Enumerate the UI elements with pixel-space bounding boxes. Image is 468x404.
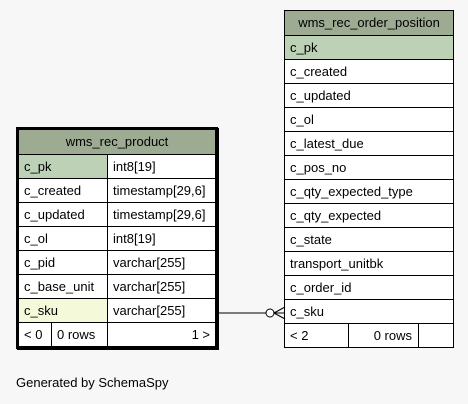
table-title: wms_rec_product: [65, 134, 169, 149]
table-wms-rec-product[interactable]: wms_rec_product c_pk int8[19] c_created …: [16, 127, 218, 349]
column-type: timestamp[29,6]: [113, 183, 206, 198]
parent-count-link[interactable]: < 0: [19, 323, 52, 346]
column-name: c_order_id: [290, 280, 352, 295]
table-footer: < 0 0 rows 1 >: [19, 322, 215, 346]
column-name: c_sku: [19, 299, 108, 322]
column-row-c-order-id[interactable]: c_order_id: [285, 275, 453, 299]
column-name: c_qty_expected_type: [290, 184, 413, 199]
column-name: c_base_unit: [19, 275, 108, 298]
column-row-c-ol[interactable]: c_ol int8[19]: [19, 226, 215, 250]
column-row-c-updated[interactable]: c_updated timestamp[29,6]: [19, 202, 215, 226]
generated-by-credit: Generated by SchemaSpy: [16, 375, 169, 390]
column-row-transport-unitbk[interactable]: transport_unitbk: [285, 251, 453, 275]
column-row-c-base-unit[interactable]: c_base_unit varchar[255]: [19, 274, 215, 298]
column-row-c-pk[interactable]: c_pk int8[19]: [19, 154, 215, 178]
table-header: wms_rec_product: [19, 130, 215, 154]
child-count-empty: [419, 324, 453, 347]
column-type: int8[19]: [113, 231, 156, 246]
column-row-c-updated[interactable]: c_updated: [285, 83, 453, 107]
column-name: c_state: [290, 232, 332, 247]
column-name: c_ol: [19, 227, 108, 250]
column-row-c-pos-no[interactable]: c_pos_no: [285, 155, 453, 179]
column-name: c_qty_expected: [290, 208, 382, 223]
column-name: c_pk: [285, 36, 453, 59]
column-row-c-latest-due[interactable]: c_latest_due: [285, 131, 453, 155]
zero-optional-marker: [265, 308, 275, 318]
column-row-c-qty-expected[interactable]: c_qty_expected: [285, 203, 453, 227]
column-name: c_pk: [19, 155, 108, 178]
column-name: c_pid: [19, 251, 108, 274]
column-type: varchar[255]: [113, 279, 186, 294]
column-name: c_updated: [290, 88, 351, 103]
row-count: 0 rows: [349, 324, 419, 347]
column-name: c_ol: [290, 112, 314, 127]
table-footer: < 2 0 rows: [285, 323, 453, 347]
column-type: varchar[255]: [113, 255, 186, 270]
table-wms-rec-order-position[interactable]: wms_rec_order_position c_pk c_created c_…: [284, 10, 454, 348]
column-name: c_created: [19, 179, 108, 202]
column-row-c-qty-expected-type[interactable]: c_qty_expected_type: [285, 179, 453, 203]
column-row-c-created[interactable]: c_created: [285, 59, 453, 83]
column-type: int8[19]: [113, 159, 156, 174]
column-type: timestamp[29,6]: [113, 207, 206, 222]
column-row-c-pid[interactable]: c_pid varchar[255]: [19, 250, 215, 274]
column-name: c_updated: [19, 203, 108, 226]
parent-count-link[interactable]: < 2: [285, 324, 349, 347]
table-header: wms_rec_order_position: [285, 11, 453, 35]
column-row-c-ol[interactable]: c_ol: [285, 107, 453, 131]
column-name: c_latest_due: [290, 136, 364, 151]
column-name: c_pos_no: [290, 160, 347, 175]
column-name: transport_unitbk: [290, 256, 384, 271]
column-row-c-pk[interactable]: c_pk: [285, 35, 453, 59]
column-type: varchar[255]: [113, 303, 186, 318]
child-count-link[interactable]: 1 >: [191, 327, 210, 342]
row-count: 0 rows: [52, 323, 108, 346]
column-row-c-created[interactable]: c_created timestamp[29,6]: [19, 178, 215, 202]
column-row-c-sku[interactable]: c_sku: [285, 299, 453, 323]
column-name: c_created: [290, 64, 348, 79]
column-row-c-sku[interactable]: c_sku varchar[255]: [19, 298, 215, 322]
table-title: wms_rec_order_position: [298, 15, 440, 30]
column-row-c-state[interactable]: c_state: [285, 227, 453, 251]
column-name: c_sku: [290, 304, 324, 319]
